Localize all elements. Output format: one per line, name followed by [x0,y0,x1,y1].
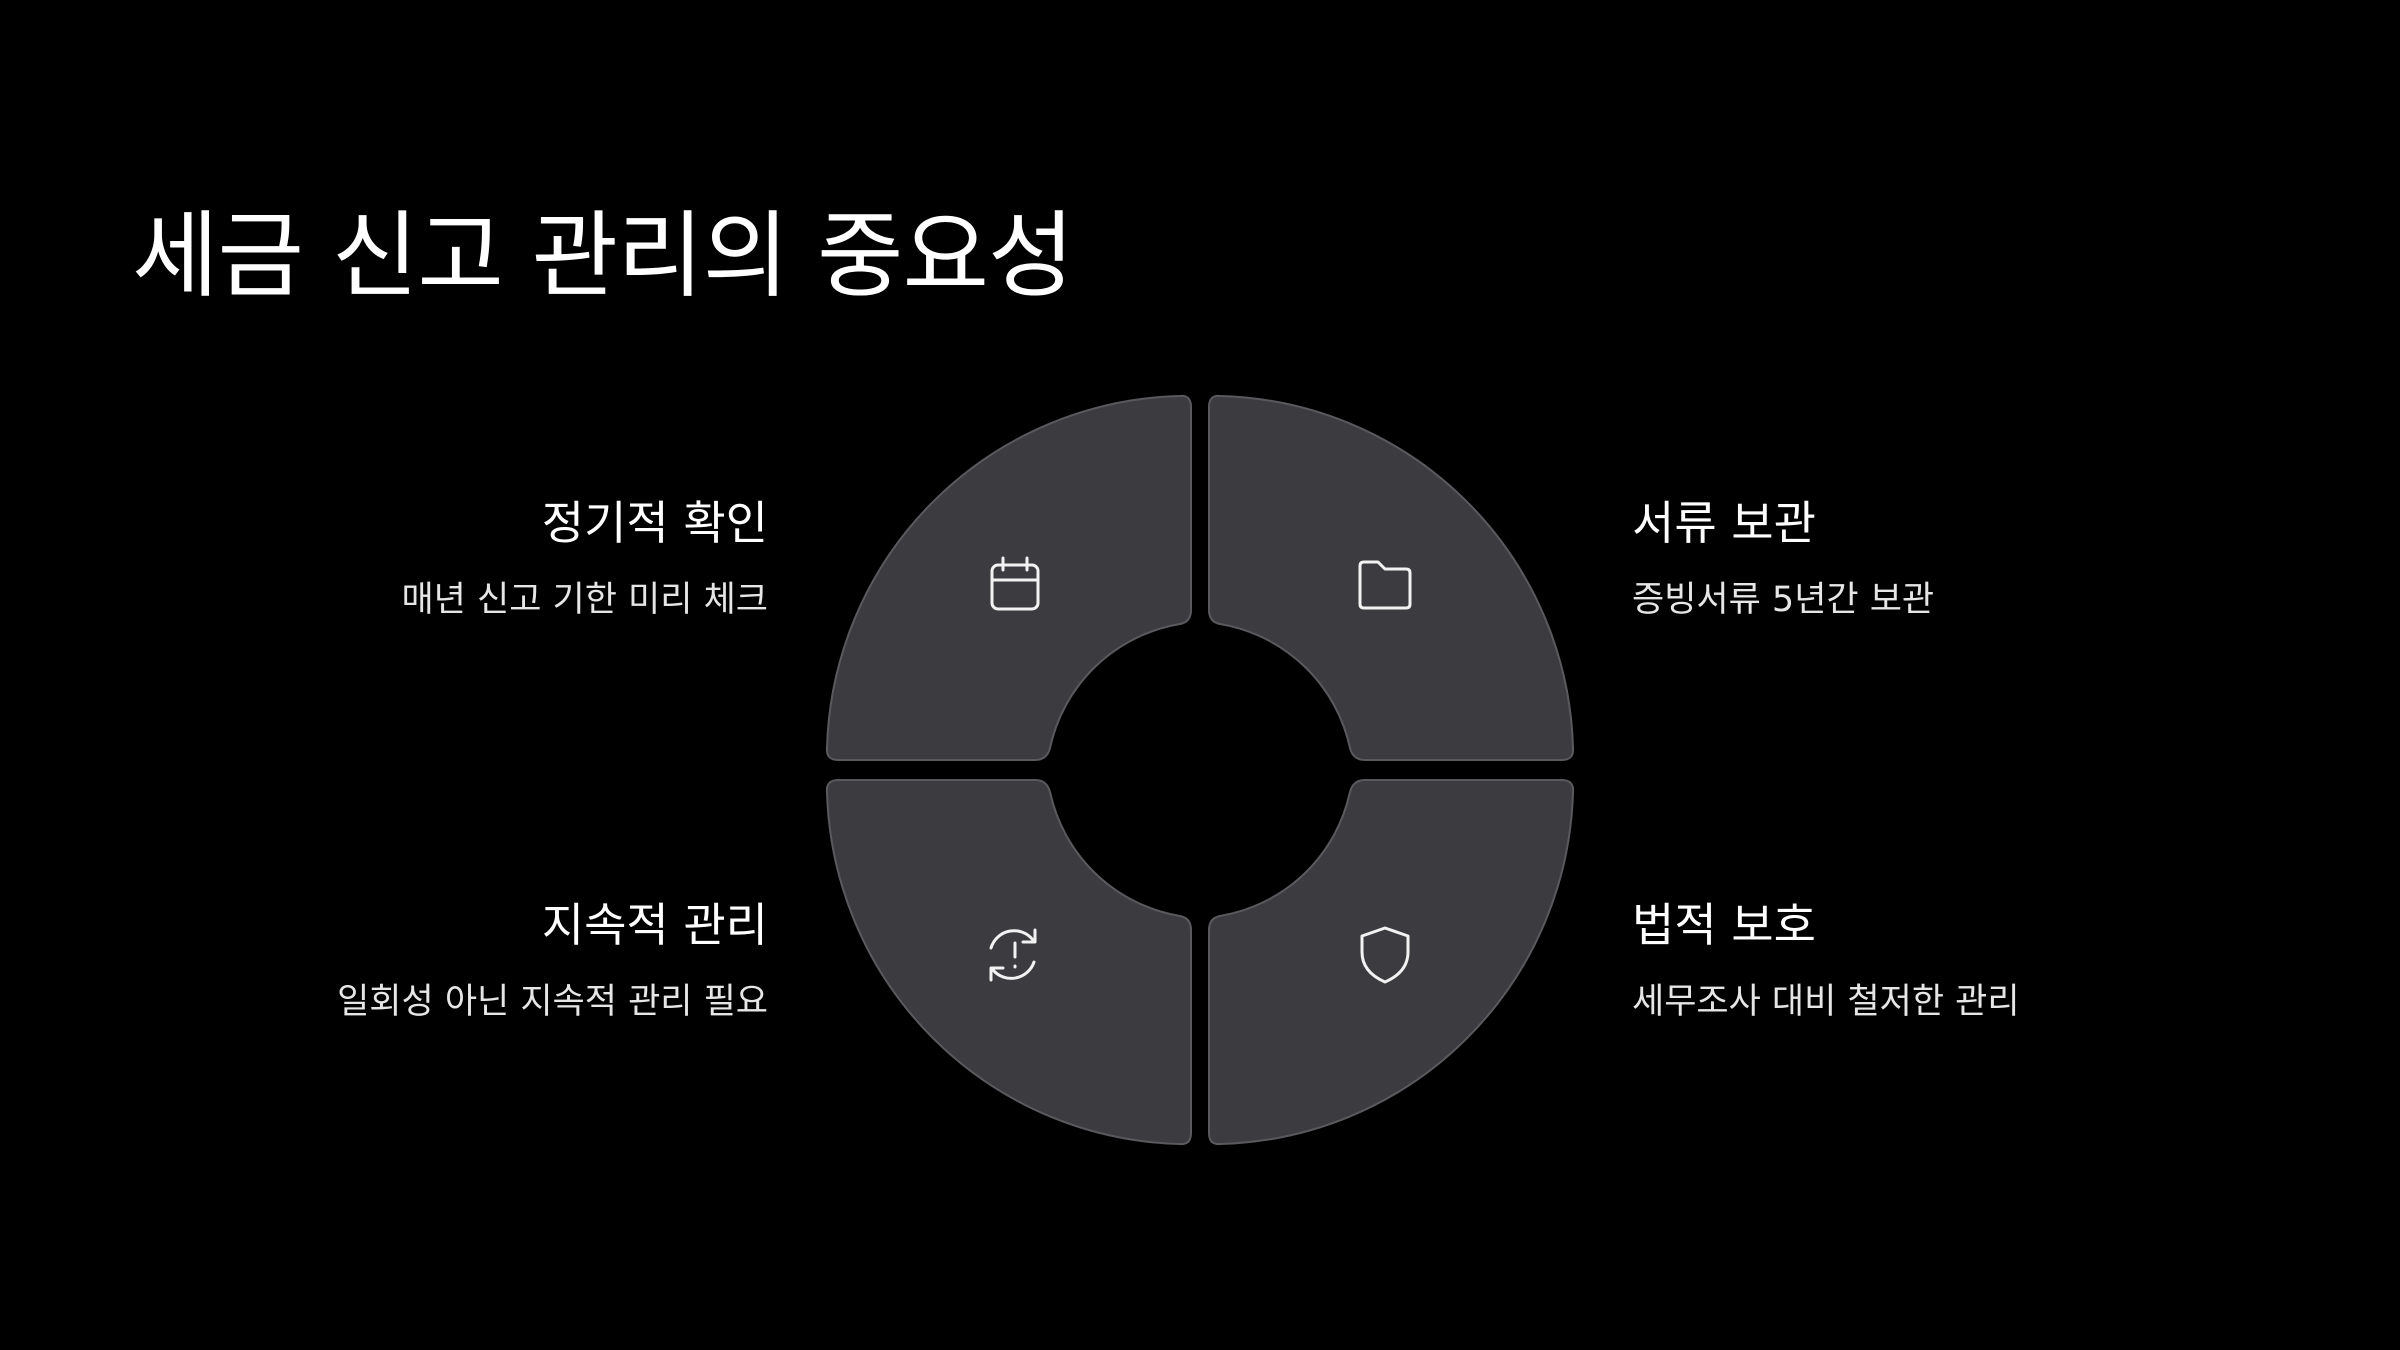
segment-bottom-left [825,779,1192,1146]
label-heading: 지속적 관리 [541,898,768,952]
label-heading: 정기적 확인 [541,496,768,550]
calendar-icon [990,556,1040,611]
refresh-alert-icon [989,928,1037,982]
label-description: 매년 신고 기한 미리 체크 [401,580,768,621]
label-description: 증빙서류 5년간 보관 [1632,580,1935,621]
label-top-left: 정기적 확인 매년 신고 기한 미리 체크 [68,496,768,621]
label-heading: 법적 보호 [1632,898,1816,952]
label-heading: 서류 보관 [1632,496,1816,550]
segment-top-right [1208,394,1575,761]
label-bottom-left: 지속적 관리 일회성 아닌 지속적 관리 필요 [68,898,768,1023]
folder-icon [1358,560,1412,610]
segment-top-left [825,394,1192,761]
segment-bottom-right [1208,779,1575,1146]
shield-icon [1360,926,1410,984]
label-top-right: 서류 보관 증빙서류 5년간 보관 [1632,496,2332,621]
label-description: 세무조사 대비 철저한 관리 [1632,982,2020,1023]
label-bottom-right: 법적 보호 세무조사 대비 철저한 관리 [1632,898,2332,1023]
page-title: 세금 신고 관리의 중요성 [132,202,1074,311]
label-description: 일회성 아닌 지속적 관리 필요 [337,982,768,1023]
